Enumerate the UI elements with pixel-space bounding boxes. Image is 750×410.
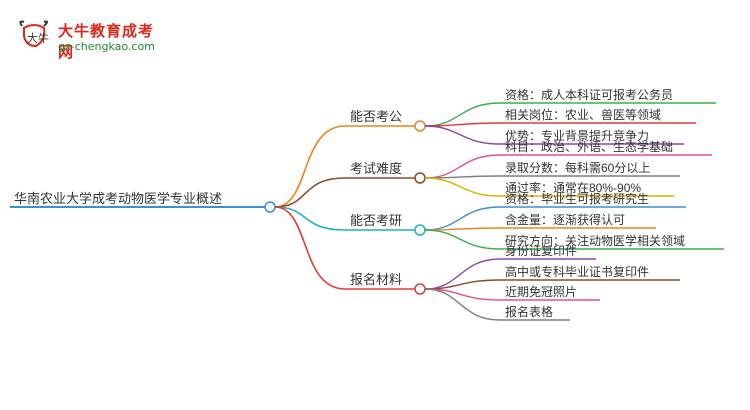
leaf-label: 科目：政治、外语、生态学基础 bbox=[505, 139, 673, 154]
leaf-label: 优势：专业背景提升竞争力 bbox=[505, 128, 649, 143]
branch-label: 能否考研 bbox=[350, 213, 402, 228]
svg-text:大牛: 大牛 bbox=[27, 31, 49, 45]
leaf-label: 相关岗位：农业、兽医等领域 bbox=[505, 107, 661, 122]
branch-node bbox=[414, 224, 426, 236]
leaf-label: 近期免冠照片 bbox=[505, 284, 577, 299]
branch-label: 报名材料 bbox=[350, 272, 402, 287]
branch-connector bbox=[274, 177, 346, 208]
leaf-label: 身份证复印件 bbox=[505, 243, 577, 258]
leaf-connector bbox=[424, 206, 501, 231]
branch-node bbox=[414, 283, 426, 295]
leaf-label: 资格：毕业生可报考研究生 bbox=[505, 191, 649, 206]
leaf-label: 含金量：逐渐获得认可 bbox=[505, 212, 625, 227]
brand-title[interactable]: 大牛教育成考网 bbox=[58, 22, 155, 61]
leaf-connector bbox=[424, 154, 501, 179]
leaf-label: 报名表格 bbox=[505, 304, 553, 319]
leaf-label: 通过率：通常在80%-90% bbox=[505, 180, 641, 195]
leaf-label: 资格：成人本科证可报考公务员 bbox=[505, 87, 673, 102]
leaf-label: 录取分数：每科需60分以上 bbox=[505, 160, 650, 175]
root-label: 华南农业大学成考动物医学专业概述 bbox=[14, 191, 222, 206]
leaf-connector bbox=[424, 125, 501, 145]
bull-logo-icon: 大牛 bbox=[19, 20, 49, 48]
leaf-connector bbox=[424, 288, 501, 321]
branch-node bbox=[414, 120, 426, 132]
root-node bbox=[264, 201, 276, 213]
leaf-connector bbox=[424, 177, 501, 197]
branch-node bbox=[414, 172, 426, 184]
branch-connector bbox=[274, 125, 346, 208]
branch-label: 能否考公 bbox=[350, 109, 402, 124]
brand-logo: 大牛 大牛教育成考网 gz-chengkao.com bbox=[14, 16, 164, 61]
leaf-connector bbox=[424, 229, 501, 250]
branch-label: 考试难度 bbox=[350, 161, 402, 176]
leaf-label: 研究方向：关注动物医学相关领域 bbox=[505, 233, 685, 248]
branch-connector bbox=[274, 206, 346, 231]
leaf-label: 高中或专科毕业证书复印件 bbox=[505, 264, 649, 279]
brand-url[interactable]: gz-chengkao.com bbox=[58, 40, 155, 53]
branch-connector bbox=[274, 206, 346, 290]
